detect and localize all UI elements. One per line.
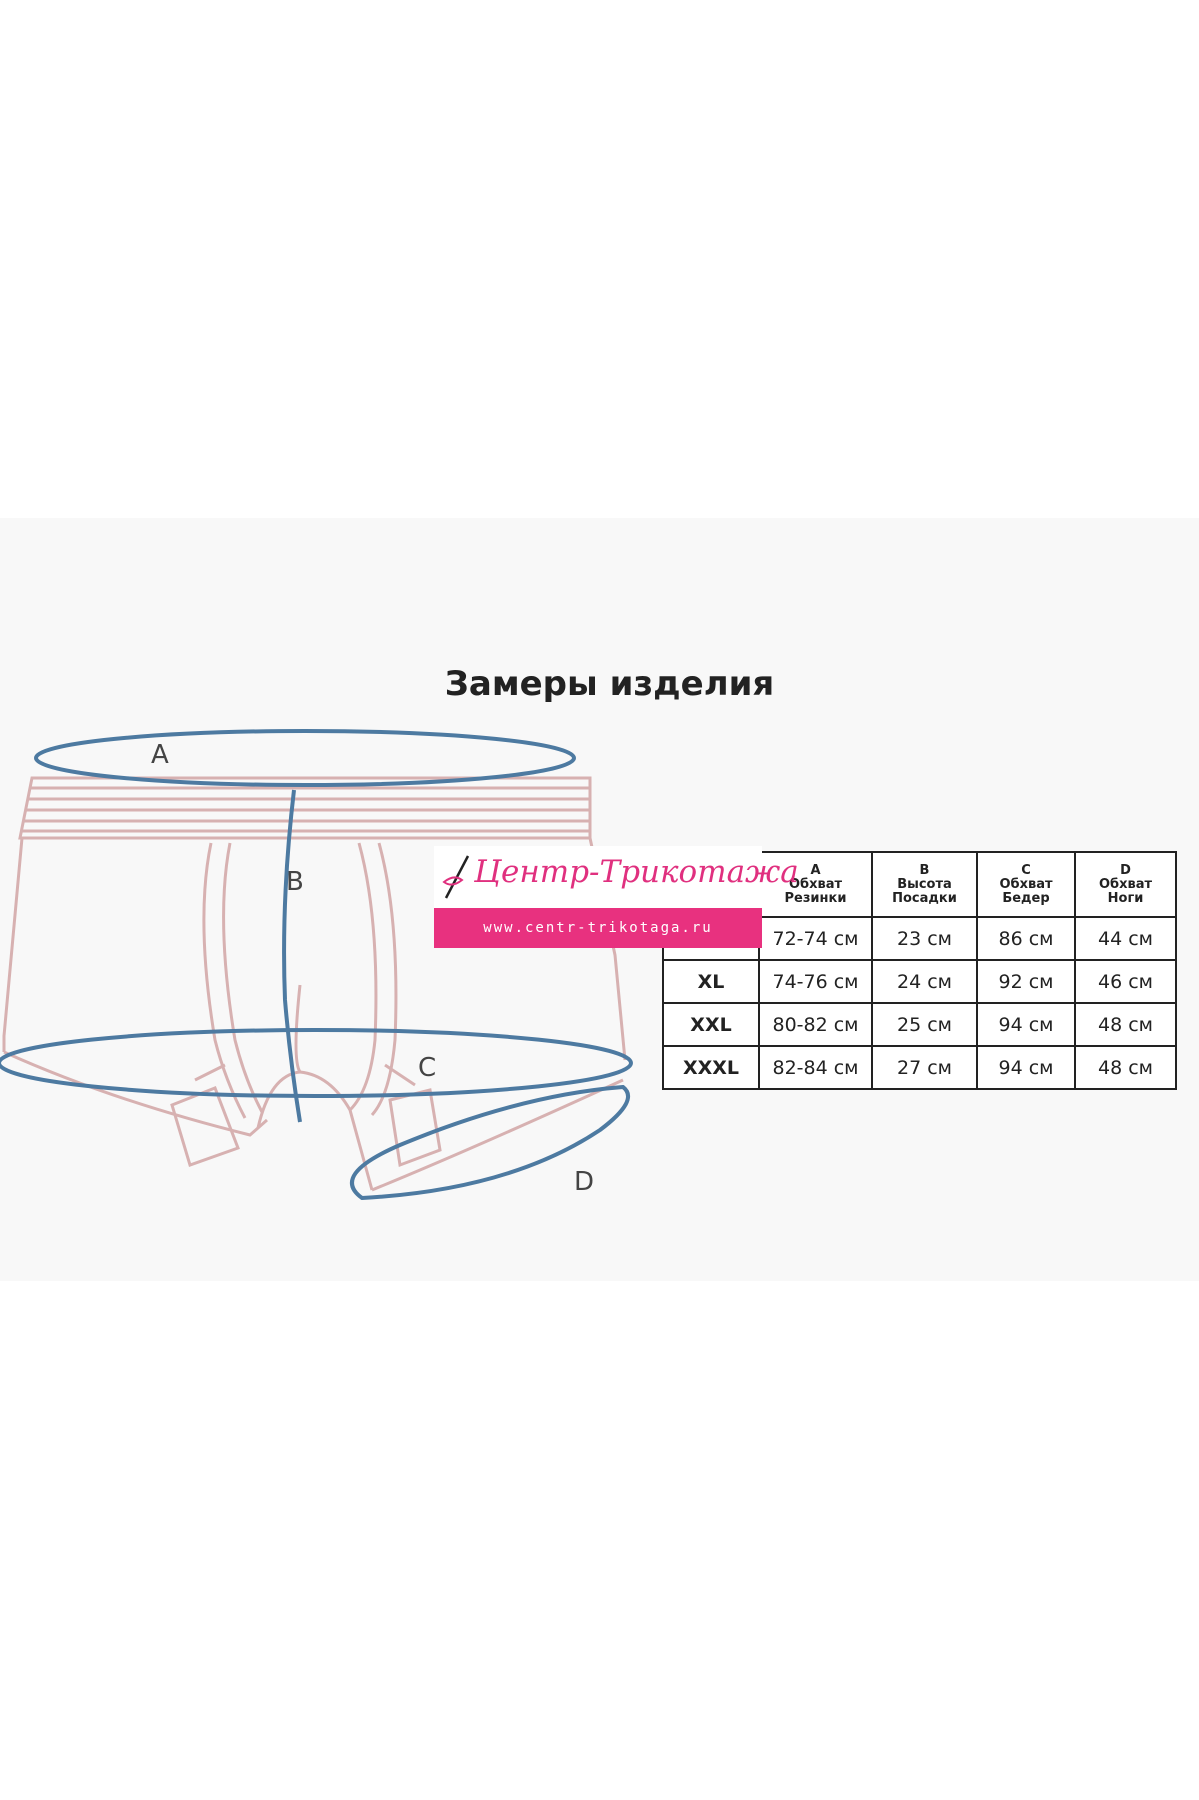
garment-outline <box>2 776 627 1192</box>
boxer-briefs-diagram <box>0 729 633 1201</box>
header-a: A Обхват Резинки <box>758 851 873 918</box>
page-title: Замеры изделия <box>444 664 775 704</box>
logo-name: Центр-Трикотажа <box>474 854 799 890</box>
left-leg-hem <box>3 1050 268 1137</box>
header-d: D Обхват Ноги <box>1074 851 1177 918</box>
logo-url: www.centr-trikotaga.ru <box>483 920 713 936</box>
left-side <box>2 837 24 1052</box>
header-c: C Обхват Бедер <box>976 851 1076 918</box>
measure-a-waistband <box>34 729 576 787</box>
table-row: XL 74-76 см 24 см 92 см 46 см <box>662 959 1177 1004</box>
needle-icon <box>442 855 470 899</box>
pouch-right <box>348 842 378 1112</box>
measure-d-leg <box>350 1084 630 1201</box>
measurement-lines <box>0 729 633 1201</box>
right-leg-hem <box>371 1078 624 1192</box>
header-b: B Высота Посадки <box>871 851 978 918</box>
label-a: A <box>151 740 169 770</box>
label-b: B <box>286 867 304 897</box>
measure-b-rise <box>282 789 302 1123</box>
size-table: A Обхват Резинки B Высота Посадки C Обхв… <box>662 851 1177 1090</box>
label-d: D <box>574 1167 595 1197</box>
table-row: XXL 80-82 см 25 см 94 см 48 см <box>662 1002 1177 1047</box>
measure-c-hips <box>0 1028 633 1098</box>
table-row: XXXL 82-84 см 27 см 94 см 48 см <box>662 1045 1177 1090</box>
label-c: C <box>418 1053 437 1083</box>
pouch-left <box>202 842 247 1119</box>
brand-logo: Центр-Трикотажа www.centr-trikotaga.ru <box>434 846 799 948</box>
